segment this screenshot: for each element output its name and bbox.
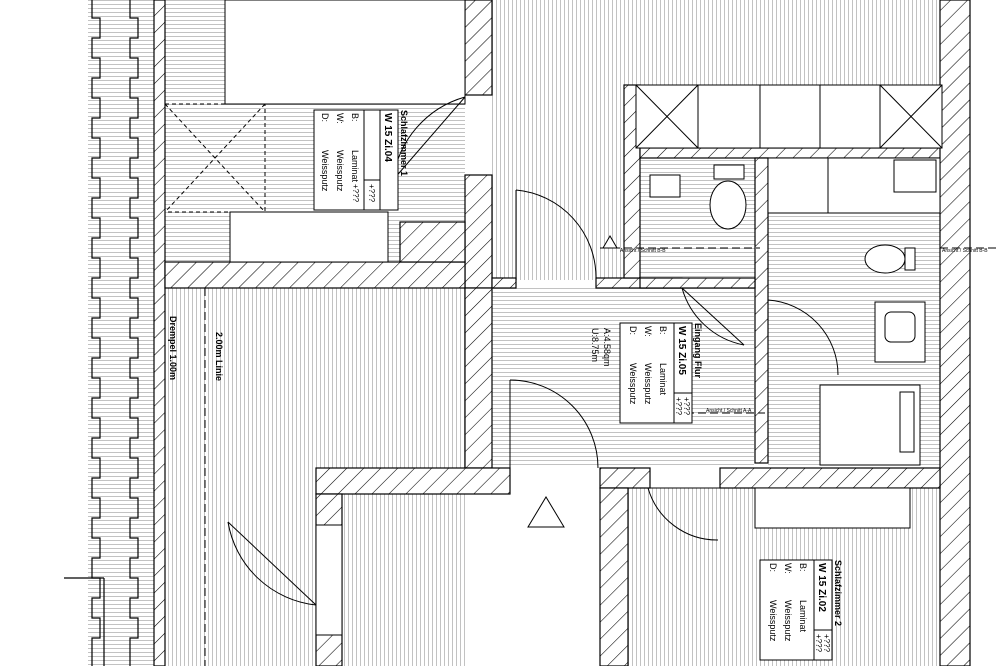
wall-wc-right xyxy=(754,157,769,464)
kitchen-counter xyxy=(635,84,943,149)
perimeter-line: U:8.75m xyxy=(590,328,600,362)
walls xyxy=(153,0,971,666)
line-2m-label: 2.00m Linie xyxy=(214,332,224,381)
room-id: W 15 Zi.05 xyxy=(676,326,687,375)
room-area: +??? xyxy=(367,184,376,203)
fixtures xyxy=(164,0,943,636)
wall-right xyxy=(939,0,971,666)
doors xyxy=(227,96,839,606)
row-key: B: xyxy=(350,113,360,122)
section-bb-right: Ansicht / Schnitt B-B xyxy=(942,248,988,254)
row-val: Laminat xyxy=(350,150,360,183)
room-perimeter: +??? xyxy=(674,397,683,416)
drempel-label: Drempel 1.00m xyxy=(168,316,178,380)
row-val: Laminat xyxy=(658,363,668,396)
row-key: W: xyxy=(335,113,345,124)
row-key: B: xyxy=(658,326,668,335)
stair-steps xyxy=(64,0,139,666)
section-bb-left: Ansicht / Schnitt B-B xyxy=(620,248,666,254)
wall-left xyxy=(153,0,166,666)
entrance-arrow-icon xyxy=(527,496,565,528)
wall-flur-left xyxy=(464,287,493,469)
row-key: W: xyxy=(643,326,653,337)
room-name: Eingang Flur xyxy=(693,323,703,378)
wall-flur-bottom-right xyxy=(599,467,651,489)
wall-top-center xyxy=(464,0,493,96)
row-val: Weissputz xyxy=(320,150,330,192)
room-area: +??? xyxy=(822,634,831,653)
row-key: D: xyxy=(320,113,330,122)
row-val: Weissputz xyxy=(643,363,653,405)
row-val: Weissputz xyxy=(335,150,345,192)
row-val: Weissputz xyxy=(628,363,638,405)
area-line: A:4.58qm xyxy=(602,328,612,367)
row-val: Weissputz xyxy=(783,600,793,642)
section-marker-icon xyxy=(602,235,618,249)
wall-flur-top xyxy=(491,277,517,289)
room-name: Schlafzimmer 1 xyxy=(399,110,409,176)
wc-sink xyxy=(649,174,681,198)
room-id: W 15 Zi.02 xyxy=(816,563,827,612)
wall-lower-middle xyxy=(599,487,629,666)
stamp-schlafzimmer-2: Schlafzimmer 2 W 15 Zi.02 +??? +??? B: L… xyxy=(759,559,843,661)
row-key: W: xyxy=(783,563,793,574)
room-perimeter: +??? xyxy=(814,634,823,653)
wall-flur-bottom-left xyxy=(315,467,511,495)
floor-top-middle xyxy=(492,0,942,85)
section-aa: Ansicht / Schnitt A-A xyxy=(706,408,752,414)
annotations: 2.00m Linie Drempel 1.00m Ansicht / Schn… xyxy=(168,248,988,414)
stamp-eingang-flur: Eingang Flur W 15 Zi.05 +??? +??? B: Lam… xyxy=(590,322,703,424)
row-key: B: xyxy=(798,563,808,572)
wall-wc-top xyxy=(639,147,943,159)
room-area: +??? xyxy=(682,397,691,416)
bath-toilet-icon xyxy=(864,244,906,274)
room-name: Schlafzimmer 2 xyxy=(833,560,843,626)
row-key: D: xyxy=(768,563,778,572)
row-val: Laminat xyxy=(798,600,808,633)
room-id: W 15 Zi.04 xyxy=(382,113,393,162)
row-val: Weissputz xyxy=(768,600,778,642)
room-perimeter: +??? xyxy=(351,184,360,203)
stair-area xyxy=(88,0,154,666)
wc-toilet-icon xyxy=(709,180,747,230)
row-key: D: xyxy=(628,326,638,335)
wall-horizontal-left xyxy=(164,261,466,289)
stamp-schlafzimmer-1: Schlafzimmer 1 W 15 Zi.04 +??? +??? B: L… xyxy=(313,109,409,211)
